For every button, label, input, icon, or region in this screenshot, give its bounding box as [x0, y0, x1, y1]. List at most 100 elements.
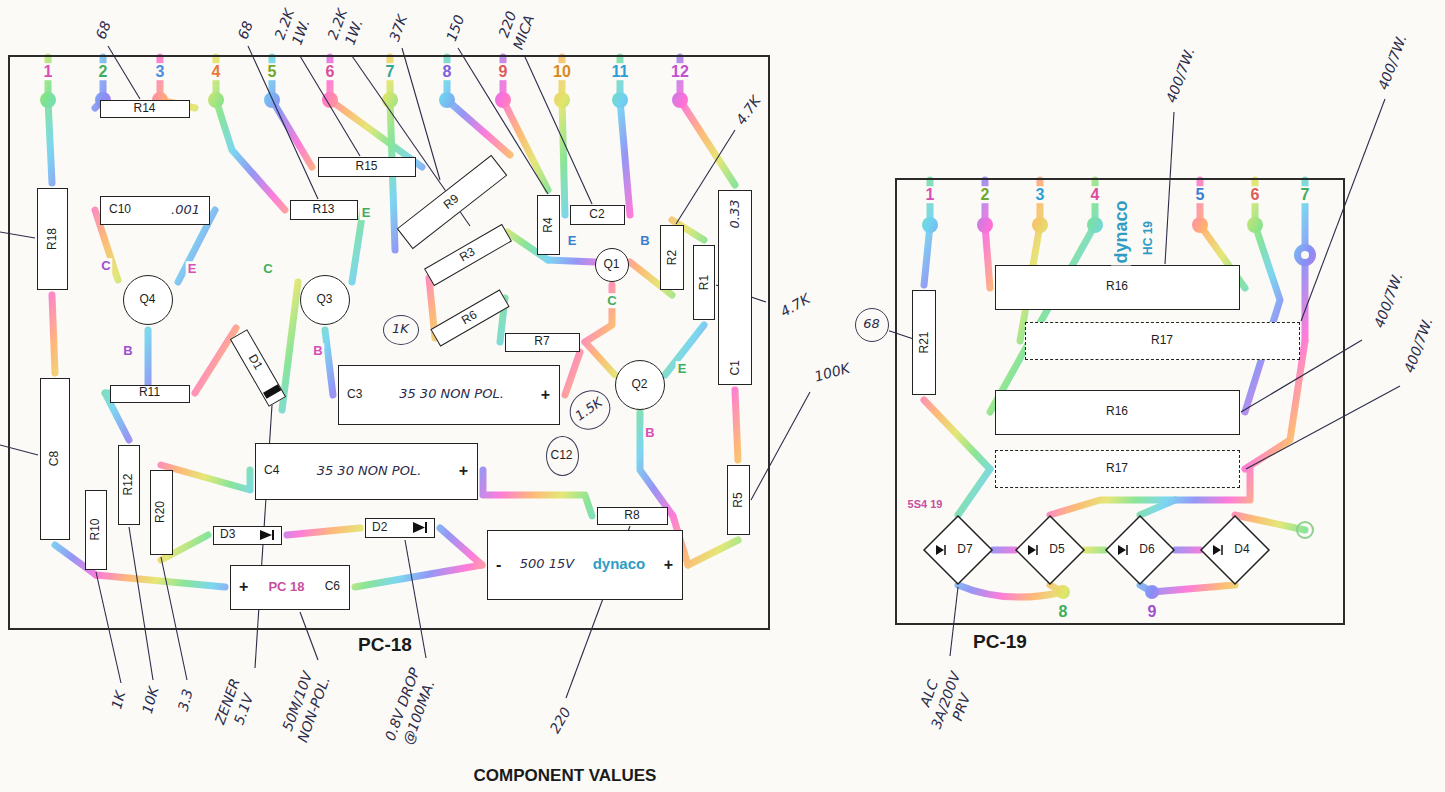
label-holder: 68	[233, 17, 257, 44]
component-label: R7	[534, 335, 549, 348]
polarity-mark: +	[459, 462, 468, 480]
component-label: C12	[550, 449, 572, 462]
transistor-circle: Q2	[615, 360, 665, 410]
solder-pad	[1247, 217, 1263, 233]
pin-letter: C	[261, 261, 274, 276]
logo-text: HC 19	[1141, 219, 1155, 257]
label-holder: D3	[214, 527, 280, 543]
capacitor-box: C435 30 NON POL.+	[255, 443, 478, 500]
handwritten-note: ALC 3A/200V PRV	[916, 669, 974, 730]
label-holder: R2	[661, 226, 682, 288]
pad-number: 9	[1146, 603, 1159, 620]
pin-letter: B	[311, 343, 324, 358]
label-holder: 2.2K 1W.	[269, 4, 315, 52]
handwritten-note: 50M/10V NON-POL.	[278, 669, 333, 744]
label-holder: 9	[497, 63, 510, 81]
copper-trace	[688, 540, 738, 565]
component-label: Q1	[603, 258, 619, 271]
component-label: C1	[728, 360, 741, 375]
pad-number: 6	[1249, 186, 1262, 203]
pin-letter: B	[121, 343, 134, 358]
handwritten-note: 2.2K 1W.	[271, 7, 313, 47]
label-holder: D2	[366, 519, 433, 536]
label-holder: D6	[1105, 515, 1175, 585]
component-label: D3	[220, 528, 235, 541]
label-holder: B	[643, 423, 656, 441]
pad-number: 3	[1034, 186, 1047, 203]
resistor-box: R1	[693, 245, 715, 320]
board-marking: PC 18	[268, 580, 304, 594]
capacitor-box: +PC 18C6	[230, 565, 350, 610]
diode-diamond: D4	[1200, 515, 1270, 585]
resistor-box: R15	[318, 157, 416, 177]
solder-pad	[439, 92, 455, 108]
label-holder: C	[605, 291, 618, 309]
resistor-box: R21	[912, 290, 936, 395]
label-holder: R20	[151, 471, 171, 553]
copper-trace	[503, 57, 548, 190]
handwritten-note: 68	[863, 317, 880, 331]
leader-line	[96, 572, 121, 683]
leader-line	[108, 46, 140, 99]
label-holder: 10K	[137, 683, 162, 717]
copper-trace	[1020, 180, 1040, 341]
pin-letter: B	[643, 425, 656, 440]
label-holder: Q4	[124, 276, 171, 323]
leader-line	[751, 392, 810, 500]
label-holder: Q3	[301, 276, 348, 323]
pad-hole	[1297, 522, 1313, 538]
handwritten-note: 0.33	[727, 199, 741, 228]
component-label: R13	[312, 203, 334, 216]
handwritten-note: 400/7W.	[1374, 30, 1410, 93]
copper-trace	[161, 465, 250, 490]
label-holder: 68	[91, 17, 115, 44]
pad-hole	[1297, 251, 1313, 538]
leader-line	[0, 46, 1400, 698]
component-label: D2	[372, 521, 387, 534]
board-name: PC-18	[358, 634, 412, 655]
label-holder: 12	[669, 63, 691, 81]
label-holder: COMPONENT VALUES	[472, 767, 659, 786]
copper-trace	[958, 469, 990, 515]
diode-box: D1	[230, 329, 286, 407]
solder-pad	[40, 92, 1316, 599]
handwritten-note: 2.2K 1W.	[324, 7, 366, 47]
diode-symbol	[1213, 545, 1221, 555]
label-holder: R13	[291, 201, 356, 218]
capacitor-box: C10.001	[100, 196, 210, 225]
component-label: R17	[1106, 462, 1128, 475]
pad-number: 1	[924, 186, 937, 203]
leader-line	[300, 612, 318, 660]
label-holder: C1 0.33	[719, 191, 750, 383]
diode-symbol	[1126, 545, 1128, 555]
leader-line	[889, 331, 912, 339]
label-holder: R1	[694, 246, 713, 318]
pad-number: 2	[979, 186, 992, 203]
component-label: C8	[48, 451, 61, 466]
resistor-box: R8	[597, 507, 668, 525]
label-holder: E	[186, 259, 199, 277]
label-holder: R18	[38, 189, 66, 288]
diamond-outline	[924, 516, 992, 584]
solder-pad	[1145, 585, 1159, 599]
transistor-circle: Q3	[300, 275, 350, 325]
copper-trace	[355, 565, 482, 587]
label-holder: C12	[547, 437, 577, 474]
component-label: D4	[1234, 543, 1249, 556]
logo-text: dynaco	[1111, 198, 1131, 265]
label-holder: +PC 18C6	[231, 566, 348, 608]
pad-number: 12	[669, 63, 691, 80]
leader-line	[352, 56, 470, 226]
resistor-box: R3	[424, 224, 512, 286]
label-holder: C	[99, 256, 112, 274]
polarity-mark: +	[239, 578, 248, 596]
component-label: C2	[589, 208, 604, 221]
transistor-circle: Q4	[123, 275, 173, 325]
handwritten-note: 1K	[108, 687, 129, 712]
solder-pad	[382, 92, 398, 108]
label-holder: R16	[996, 391, 1238, 433]
capacitor-box: -500 15Vdynaco+	[487, 530, 683, 600]
component-label: R21	[917, 331, 930, 353]
diamond-outline	[1106, 516, 1174, 584]
resistor-box: R20	[150, 470, 173, 555]
